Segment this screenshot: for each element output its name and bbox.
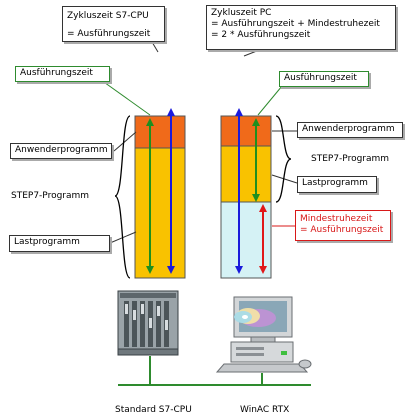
left-caption: Standard S7-CPU <box>115 405 192 415</box>
left-cycle-time-line1: Zykluszeit S7-CPU <box>67 11 149 21</box>
right-min-rest-line2: = Ausführungszeit <box>300 225 384 235</box>
winac-pc-device <box>215 296 312 373</box>
left-cycle-time-line2: = Ausführungszeit <box>67 29 151 39</box>
right-step7-brace <box>275 115 292 203</box>
left-user-program-text: Anwenderprogramm <box>15 145 108 155</box>
left-cycle-time-box: Zykluszeit S7-CPU = Ausführungszeit <box>62 6 165 42</box>
left-exec-time-label: Ausführungszeit <box>15 66 110 82</box>
right-cycle-time-line2: = Ausführungszeit + Mindestruhezeit <box>211 19 380 29</box>
right-user-program-label: Anwenderprogramm <box>297 122 403 138</box>
right-min-rest-box: Mindestruhezeit = Ausführungszeit <box>295 210 391 241</box>
right-exec-time-label: Ausführungszeit <box>279 71 369 87</box>
left-load-program-label: Lastprogramm <box>9 235 110 252</box>
right-load-program-label: Lastprogramm <box>297 176 377 193</box>
right-caption: WinAC RTX <box>240 405 290 415</box>
right-user-program-text: Anwenderprogramm <box>302 124 395 134</box>
left-load-program-text: Lastprogramm <box>14 237 80 247</box>
right-exec-time-text: Ausführungszeit <box>284 73 357 83</box>
right-user-program-block <box>220 115 272 147</box>
left-step7-brace <box>114 115 131 279</box>
network-bus <box>118 356 311 386</box>
left-user-program-block <box>134 115 186 149</box>
s7-cpu-device <box>117 290 179 356</box>
right-load-program-block <box>220 145 272 203</box>
right-min-rest-line1: Mindestruhezeit <box>300 214 373 224</box>
left-step7-label: STEP7-Programm <box>11 191 90 201</box>
left-user-program-label: Anwenderprogramm <box>10 143 112 159</box>
right-cycle-time-box: Zykluszeit PC = Ausführungszeit + Mindes… <box>206 5 396 50</box>
left-exec-time-text: Ausführungszeit <box>20 68 93 78</box>
left-load-program-block <box>134 147 186 279</box>
right-step7-label: STEP7-Programm <box>311 154 390 164</box>
right-cycle-time-line1: Zykluszeit PC <box>211 8 272 18</box>
right-load-program-text: Lastprogramm <box>302 178 368 188</box>
right-cycle-time-line3: = 2 * Ausführungszeit <box>211 30 311 40</box>
